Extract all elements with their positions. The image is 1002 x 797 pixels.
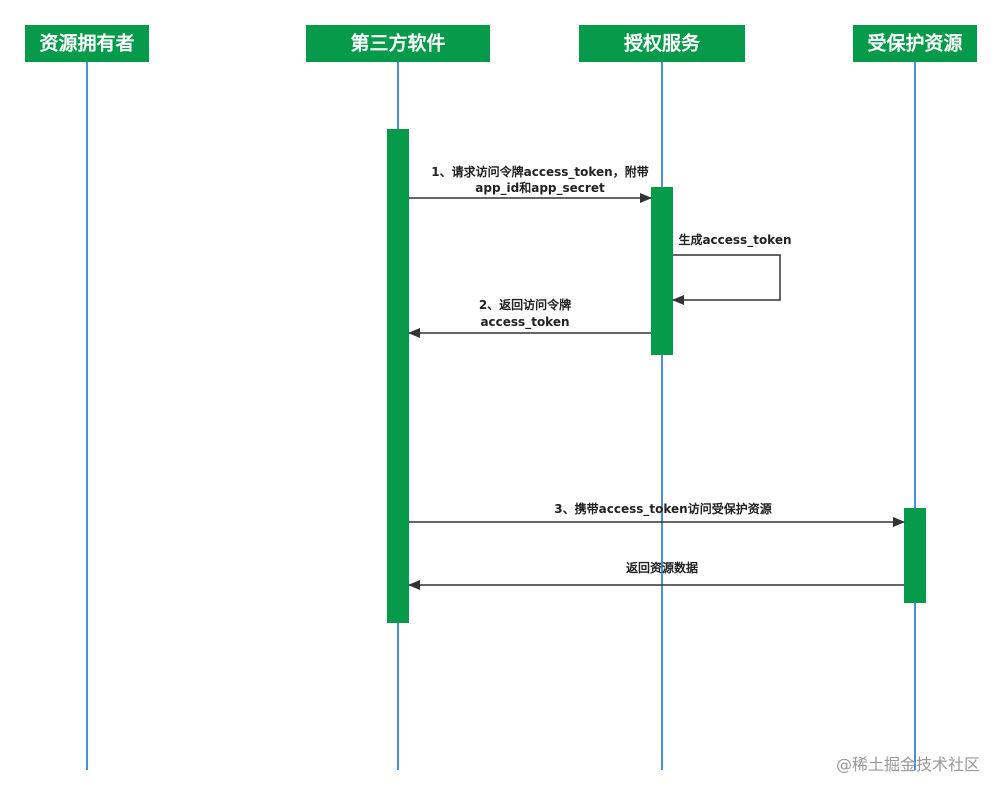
activation-auth xyxy=(651,187,673,355)
message-label-line-1: 2、返回访问令牌 xyxy=(479,297,571,312)
participant-client: 第三方软件 xyxy=(306,25,490,62)
participant-owner: 资源拥有者 xyxy=(25,25,149,62)
message-label-line-1: 1、请求访问令牌access_token，附带 xyxy=(431,164,648,180)
activations xyxy=(387,129,926,623)
message-label-line-1: 生成access_token xyxy=(678,232,791,248)
message-return-token: 2、返回访问令牌 access_token xyxy=(408,297,651,338)
participant-label: 资源拥有者 xyxy=(39,32,134,55)
participant-box xyxy=(25,25,149,62)
message-label-line-2: app_id和app_secret xyxy=(475,180,605,196)
participant-box xyxy=(853,25,977,62)
watermark-text: @稀土掘金技术社区 xyxy=(836,755,980,774)
message-self-arrow xyxy=(672,254,781,305)
participant-auth: 授权服务 xyxy=(579,25,745,62)
message-label-line-1: 返回资源数据 xyxy=(626,560,698,575)
activation-resource xyxy=(904,508,926,603)
message-generate-token: 生成access_token xyxy=(672,232,792,305)
participant-box xyxy=(306,25,490,62)
participant-label: 受保护资源 xyxy=(867,32,962,55)
message-label-line-2: access_token xyxy=(480,315,569,330)
participant-box xyxy=(579,25,745,62)
message-access-resource: 3、携带access_token访问受保护资源 xyxy=(409,501,905,527)
participant-label: 第三方软件 xyxy=(350,32,445,55)
message-return-data: 返回资源数据 xyxy=(408,560,904,590)
participant-resource: 受保护资源 xyxy=(853,25,977,62)
participant-label: 授权服务 xyxy=(624,32,701,55)
message-label-line-1: 3、携带access_token访问受保护资源 xyxy=(554,501,771,517)
message-request-token: 1、请求访问令牌access_token，附带 app_id和app_secre… xyxy=(409,164,652,203)
activation-client xyxy=(387,129,409,623)
